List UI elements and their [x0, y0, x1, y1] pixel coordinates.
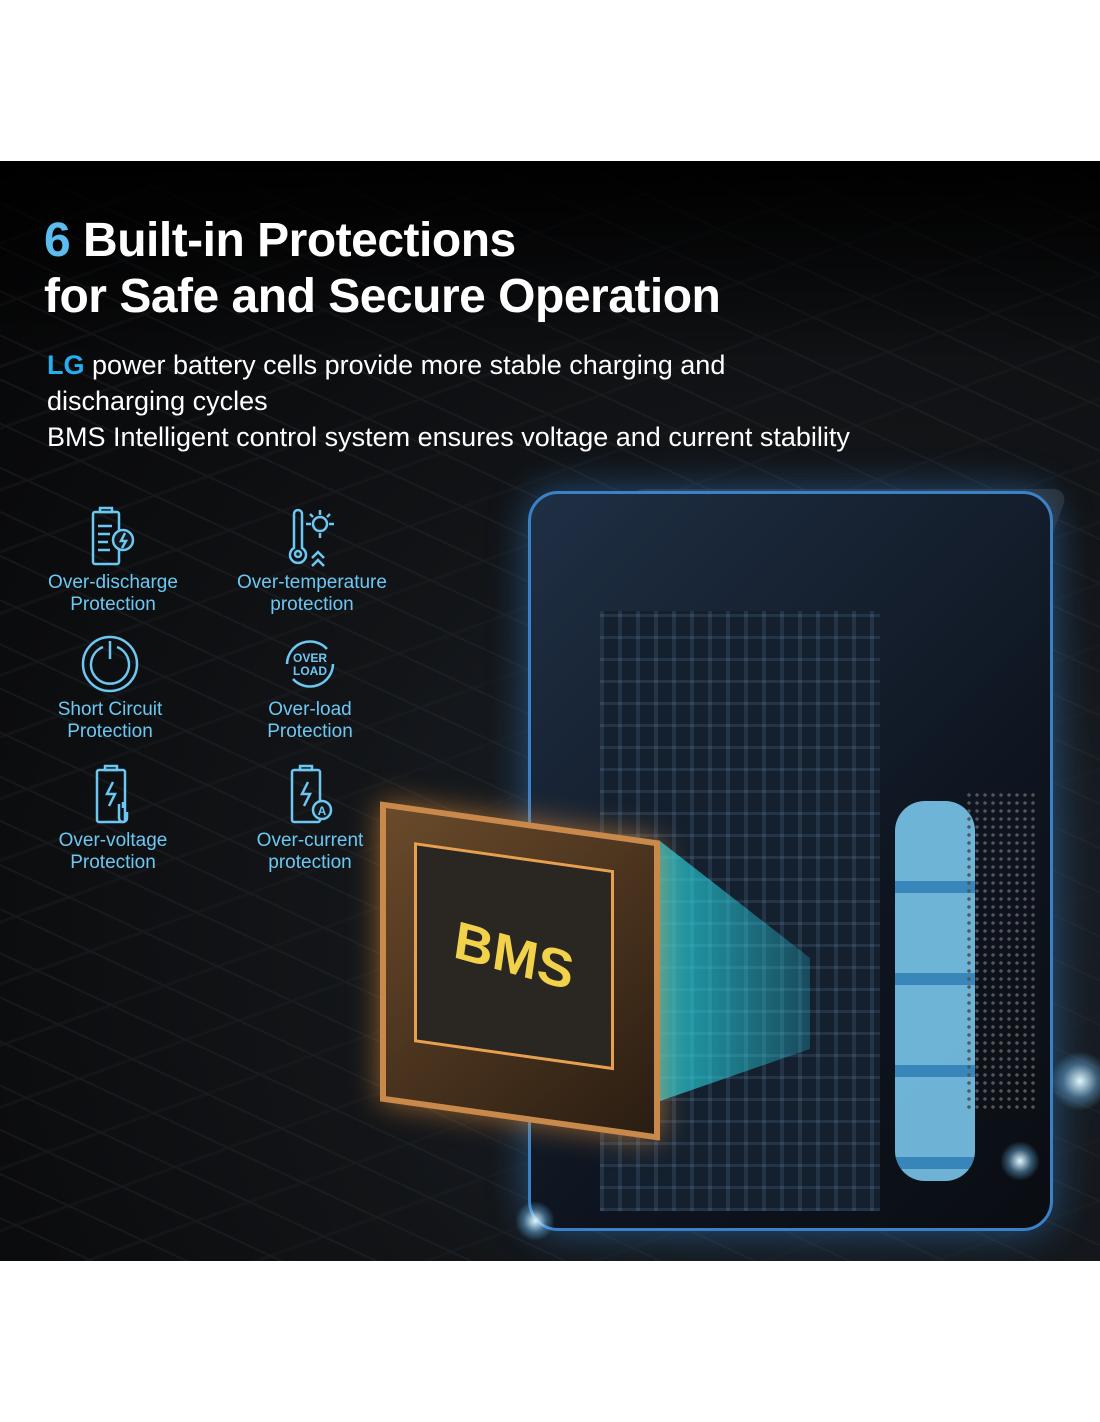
light-dot: [1000, 1141, 1040, 1181]
feature-over-voltage: Over-voltage Protection: [18, 764, 208, 874]
battery-cells: [895, 801, 975, 1181]
headline-line2: for Safe and Secure Operation: [44, 270, 721, 323]
power-icon: [81, 635, 139, 693]
side-vents: [965, 791, 1035, 1111]
battery-discharge-icon: [91, 506, 135, 566]
subtitle-line1: power battery cells provide more stable …: [84, 350, 726, 380]
feature-label: Protection: [70, 594, 156, 615]
feature-label: Short Circuit: [57, 699, 163, 720]
feature-label: Protection: [267, 721, 353, 742]
feature-short-circuit: Short Circuit Protection: [15, 633, 205, 743]
headline-number: 6: [44, 214, 71, 267]
subtitle: LG power battery cells provide more stab…: [47, 347, 997, 455]
bms-chip: BMS: [380, 801, 660, 1141]
headline: 6 Built-in Protections for Safe and Secu…: [44, 213, 721, 325]
light-dot: [1050, 1051, 1100, 1111]
feature-label: Protection: [67, 721, 153, 742]
product-banner: 6 Built-in Protections for Safe and Secu…: [0, 161, 1100, 1261]
thermometer-sun-icon: [288, 508, 334, 567]
background-fade: [0, 161, 1100, 361]
feature-label: Over-discharge: [48, 572, 178, 593]
feature-label: protection: [270, 594, 354, 615]
feature-label: Over-load: [268, 699, 352, 720]
battery-voltage-icon: [95, 764, 129, 824]
bms-chip-label: BMS: [450, 910, 578, 1002]
headline-line1: Built-in Protections: [70, 214, 516, 267]
feature-over-load: OVER LOAD Over-load Protection: [215, 633, 405, 743]
feature-label: Over-current: [256, 830, 364, 851]
brand-lg: LG: [47, 350, 85, 380]
subtitle-line2: discharging cycles: [47, 386, 268, 416]
overload-icon: OVER LOAD: [285, 640, 335, 688]
current-icon-text: A: [318, 804, 327, 818]
subtitle-line3: BMS Intelligent control system ensures v…: [47, 422, 850, 452]
overload-icon-text: OVER: [293, 651, 327, 665]
battery-current-icon: A: [290, 764, 333, 824]
feature-over-discharge: Over-discharge Protection: [18, 506, 208, 616]
feature-label: Protection: [70, 852, 156, 873]
overload-icon-text: LOAD: [293, 664, 327, 678]
feature-label: Over-temperature: [237, 572, 387, 593]
feature-label: protection: [268, 852, 352, 873]
feature-label: Over-voltage: [58, 830, 168, 851]
feature-over-current: A Over-current protection: [215, 764, 405, 874]
feature-over-temperature: Over-temperature protection: [217, 506, 407, 616]
light-dot: [515, 1201, 555, 1241]
